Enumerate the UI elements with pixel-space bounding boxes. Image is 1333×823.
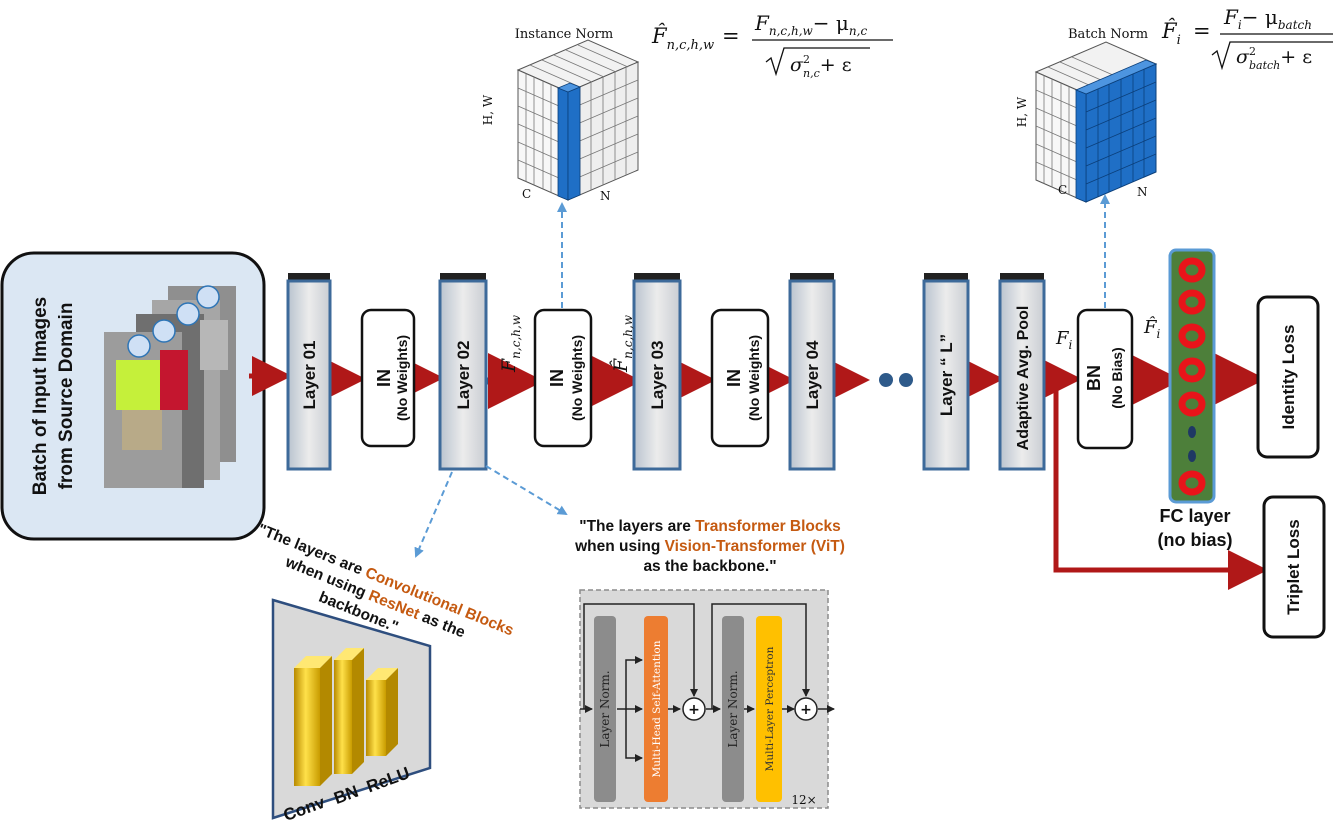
- feature-label-after-layer02: Fn,c,h,w: [498, 314, 523, 373]
- layer-l-label: Layer “ L”: [937, 334, 956, 416]
- input-label-line1: Batch of Input Images: [30, 297, 51, 495]
- plus-1: +: [688, 702, 700, 718]
- fc-layer: [1168, 248, 1216, 504]
- identity-loss-label: Identity Loss: [1279, 325, 1298, 430]
- ellipsis-dots: [879, 373, 913, 387]
- identity-loss-box: Identity Loss: [1256, 295, 1320, 459]
- in-block-3: IN (No Weights): [710, 308, 770, 448]
- layer-02-label: Layer 02: [454, 341, 473, 410]
- layer-norm-label-1: Layer Norm.: [598, 670, 612, 747]
- in-sub-3: (No Weights): [746, 335, 762, 421]
- layer-l-block: Layer “ L”: [922, 273, 970, 471]
- in-sub-2: (No Weights): [569, 335, 585, 421]
- svg-text:F̂i: F̂i: [1161, 19, 1181, 48]
- bn-block: BN (No Bias): [1076, 308, 1134, 450]
- layer-02-block: Layer 02: [438, 273, 488, 471]
- transformer-wires: [580, 603, 835, 762]
- vit-note-line1: "The layers are Transformer Blocks: [579, 518, 841, 535]
- svg-text:Fi− μbatch: Fi− μbatch: [1223, 5, 1312, 32]
- layer-01-block: Layer 01: [286, 273, 332, 471]
- svg-text:F̂i: F̂i: [1143, 316, 1161, 341]
- bn-axis-c: C: [1058, 183, 1067, 197]
- svg-text:=: =: [722, 24, 740, 48]
- bn-sub: (No Bias): [1109, 347, 1125, 408]
- fc-label-line1: FC layer: [1159, 506, 1230, 526]
- adaptive-pool-block: Adaptive Avg. Pool: [998, 273, 1046, 471]
- in-title-2: IN: [547, 369, 567, 387]
- dashed-connectors: [414, 194, 1110, 558]
- in-axis-c: C: [522, 187, 531, 201]
- plus-2: +: [800, 702, 812, 718]
- layer-04-label: Layer 04: [803, 340, 822, 410]
- svg-text:Fn,c,h,w− μn,c: Fn,c,h,w− μn,c: [754, 11, 867, 38]
- batch-norm-title: Batch Norm: [1068, 27, 1148, 42]
- transformer-block-illustration: Layer Norm. Multi-Head Self-Attention La…: [579, 589, 835, 809]
- in-block-2: IN (No Weights): [533, 308, 593, 448]
- layer-03-block: Layer 03: [632, 273, 682, 471]
- input-label-line2: from Source Domain: [56, 303, 77, 490]
- feature-label-fhat-i: F̂i: [1143, 316, 1161, 341]
- svg-text:F̂n,c,h,w: F̂n,c,h,w: [651, 24, 714, 53]
- layer-norm-label-2: Layer Norm.: [726, 670, 740, 747]
- in-title-3: IN: [724, 369, 744, 387]
- feature-label-fi: Fi: [1055, 328, 1073, 352]
- batch-norm-cube: H, W C N: [1015, 41, 1158, 203]
- instance-norm-title: Instance Norm: [515, 27, 613, 42]
- in-block-1: IN (No Weights): [360, 308, 416, 448]
- layer-04-block: Layer 04: [788, 273, 836, 471]
- adaptive-pool-label: Adaptive Avg. Pool: [1015, 306, 1032, 451]
- vit-note-line3: as the backbone.": [643, 558, 777, 575]
- conv-bars: [294, 648, 398, 786]
- feature-label-after-in2: F̂n,c,h,w: [610, 314, 635, 373]
- person-images-stack: [104, 285, 236, 488]
- bn-axis-hw: H, W: [1015, 96, 1029, 127]
- fc-neurons: [1178, 257, 1206, 496]
- input-batch-box: Batch of Input Images from Source Domain: [0, 251, 266, 541]
- bn-title: BN: [1084, 365, 1104, 391]
- triplet-loss-label: Triplet Loss: [1284, 519, 1303, 614]
- mlp-label: Multi-Layer Perceptron: [764, 646, 776, 771]
- triplet-loss-box: Triplet Loss: [1262, 495, 1326, 639]
- svg-text:σ2n,c+ ε: σ2n,c+ ε: [790, 53, 852, 80]
- layer-03-label: Layer 03: [648, 341, 667, 410]
- main-flow-arrows: [249, 351, 1268, 590]
- in-sub-1: (No Weights): [394, 335, 410, 421]
- svg-text:F̂n,c,h,w: F̂n,c,h,w: [610, 314, 635, 373]
- vit-note: "The layers are Transformer Blocks when …: [560, 517, 860, 577]
- layer-01-label: Layer 01: [300, 341, 319, 410]
- conv-block-illustration: Conv BN ReLU: [271, 598, 432, 823]
- svg-text:Fn,c,h,w: Fn,c,h,w: [498, 314, 523, 373]
- repeat-label: 12×: [791, 793, 816, 807]
- mhsa-label: Multi-Head Self-Attention: [651, 640, 663, 777]
- svg-text:Fi: Fi: [1055, 328, 1073, 352]
- in-axis-hw: H, W: [481, 94, 495, 125]
- in-title-1: IN: [374, 369, 394, 387]
- svg-text:=: =: [1193, 19, 1211, 43]
- vit-note-line2: when using Vision-Transformer (ViT): [575, 538, 845, 555]
- fc-label-line2: (no bias): [1158, 530, 1233, 550]
- in-axis-n: N: [600, 189, 611, 203]
- bn-axis-n: N: [1137, 185, 1148, 199]
- instance-norm-cube: H, W C N: [481, 39, 640, 203]
